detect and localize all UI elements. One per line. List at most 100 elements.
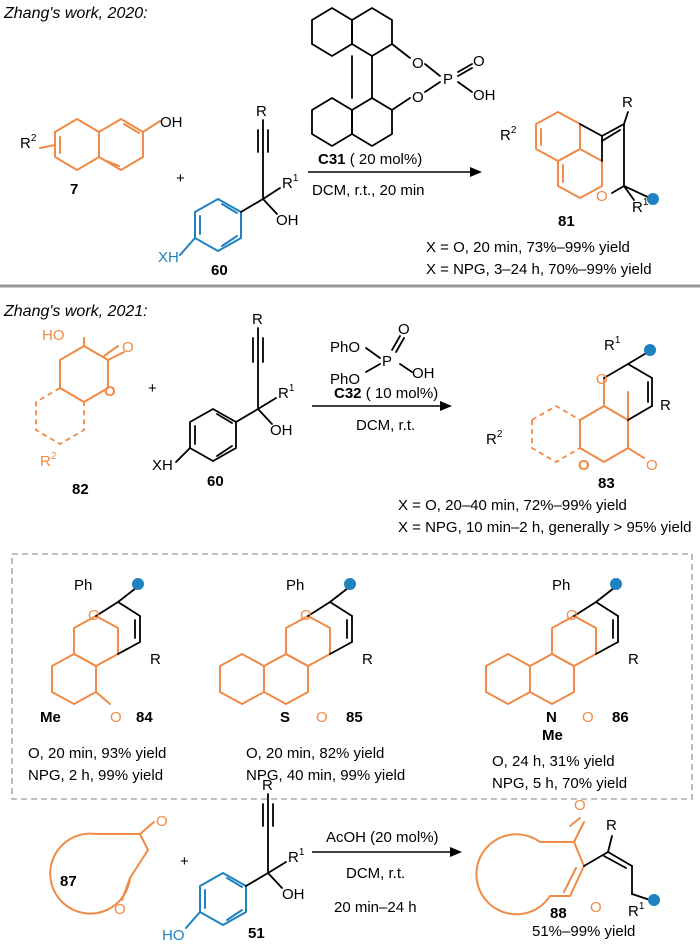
compound-60-label: 60 [211, 262, 228, 279]
yield-86-npg: NPG, 5 h, 70% yield [492, 775, 627, 792]
s-85: S [280, 709, 290, 726]
o-ring-83: O [596, 371, 608, 388]
r-84: R [150, 651, 161, 668]
conditions-2: DCM, r.t. [356, 417, 415, 434]
r1-label-83: R1 [604, 335, 621, 354]
conditions-3: DCM, r.t. [346, 865, 405, 882]
plus-1: + [176, 170, 185, 187]
dot-84 [132, 578, 144, 590]
o-86: O [566, 607, 578, 624]
o-carbonyl-88: O [574, 797, 586, 814]
me-86: Me [542, 727, 563, 744]
example-84-structure [51, 587, 141, 705]
o-carbonyl-83: O [646, 457, 658, 474]
c32-pho1: PhO [330, 339, 360, 356]
o-carbonyl-86: O [582, 709, 594, 726]
arrow-head-2 [440, 401, 452, 411]
substituent-dot-81 [647, 193, 659, 205]
r-85: R [362, 651, 373, 668]
r-label-60: R [256, 103, 267, 120]
o-84: O [88, 607, 100, 624]
r-86: R [628, 651, 639, 668]
yield-85-o: O, 20 min, 82% yield [246, 745, 384, 762]
conditions-1: DCM, r.t., 20 min [312, 182, 425, 199]
r-label-60b: R [252, 311, 263, 328]
c32-p: P [382, 353, 392, 370]
oh-label-60: OH [276, 212, 299, 229]
o-lactone-83: O [578, 457, 590, 474]
hydroxycoumarin-82 [35, 337, 125, 446]
heading-2020: Zhang's work, 2020: [3, 5, 148, 22]
c31-p: P [443, 71, 453, 88]
xh-label-60b: XH [152, 457, 173, 474]
o-85: O [300, 607, 312, 624]
r-label-88: R [606, 817, 617, 834]
propargyl-alcohol-60b [175, 327, 277, 463]
c31-o2: O [412, 89, 424, 106]
product-83 [531, 351, 653, 464]
o-label-81: O [596, 188, 608, 205]
oh-label-60b: OH [270, 422, 293, 439]
yield-2020-o: X = O, 20 min, 73%–99% yield [426, 239, 630, 256]
dione-87 [49, 821, 155, 915]
n-86: N [546, 709, 557, 726]
compound-88-label: 88 [550, 905, 567, 922]
c31-o1: O [412, 55, 424, 72]
yield-2020-npg: X = NPG, 3–24 h, 70%–99% yield [426, 261, 652, 278]
r1-label-88: R1 [628, 901, 645, 920]
ho-label-51: HO [162, 927, 185, 944]
compound-83-label: 83 [598, 475, 615, 492]
o-carbonyl-84: O [110, 709, 122, 726]
c32-oh: OH [412, 365, 435, 382]
yield-84-npg: NPG, 2 h, 99% yield [28, 767, 163, 784]
product-88 [475, 817, 651, 916]
yield-2021-o: X = O, 20–40 min, 72%–99% yield [398, 497, 627, 514]
compound-60b-label: 60 [207, 473, 224, 490]
plus-2: + [148, 380, 157, 397]
o2-87: O [114, 901, 126, 918]
c32-o: O [398, 321, 410, 338]
time-3: 20 min–24 h [334, 899, 417, 916]
substituent-dot-83 [644, 344, 656, 356]
catalyst-c31-text: C31 ( 20 mol%) [318, 151, 422, 168]
label-85: 85 [346, 709, 363, 726]
ph-86: Ph [552, 577, 570, 594]
yield-2021-npg: X = NPG, 10 min–2 h, generally > 95% yie… [398, 519, 692, 536]
r-label-83: R [660, 397, 671, 414]
o1-87: O [156, 813, 168, 830]
yield-86-o: O, 24 h, 31% yield [492, 753, 615, 770]
c32-pho2: PhO [330, 371, 360, 388]
example-86-structure [485, 587, 619, 705]
label-86: 86 [612, 709, 629, 726]
compound-87-label: 87 [60, 873, 77, 890]
xh-label-60: XH [158, 249, 179, 266]
r1-label-60b: R1 [278, 383, 295, 402]
r1-label-51: R1 [288, 847, 305, 866]
label-84: 84 [136, 709, 153, 726]
plus-3: + [180, 853, 189, 870]
o-ring-88: O [590, 899, 602, 916]
catalyst-c32-text: C32 ( 10 mol%) [334, 385, 438, 402]
compound-81-label: 81 [558, 213, 575, 230]
catalyst-c32-structure [365, 335, 413, 373]
ho-label-82: HO [42, 327, 65, 344]
compound-82-label: 82 [72, 481, 89, 498]
example-85-structure [219, 587, 353, 705]
oh-label-51: OH [282, 886, 305, 903]
catalyst-c31-structure [311, 7, 473, 147]
yield-84-o: O, 20 min, 93% yield [28, 745, 166, 762]
r1-label-81: R1 [632, 197, 649, 216]
me-84: Me [40, 709, 61, 726]
examples-box [11, 553, 693, 800]
reagent-acoh: AcOH (20 mol%) [326, 829, 439, 846]
dot-85 [344, 578, 356, 590]
o-carbonyl-85: O [316, 709, 328, 726]
yield-85-npg: NPG, 40 min, 99% yield [246, 767, 405, 784]
r2-label: R2 [20, 133, 37, 152]
ph-85: Ph [286, 577, 304, 594]
r-label-81: R [622, 94, 633, 111]
arrow-head-3 [450, 847, 462, 857]
propargyl-alcohol-60 [179, 119, 281, 256]
compound-51-label: 51 [248, 925, 265, 942]
